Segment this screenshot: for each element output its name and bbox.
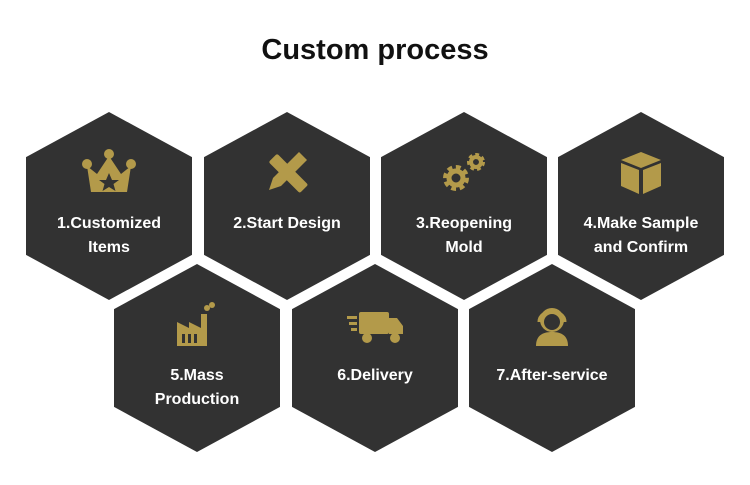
step-7: 7.After-service — [469, 264, 635, 452]
step-label: 2.Start Design — [233, 215, 341, 232]
box-icon — [611, 148, 671, 198]
step-label: 7.After-service — [496, 367, 608, 384]
gears-icon — [434, 148, 494, 198]
truck-icon — [345, 300, 405, 350]
factory-icon — [167, 300, 227, 350]
crown-icon — [79, 148, 139, 198]
pencil-ruler-icon — [257, 148, 317, 198]
step-2: 2.Start Design — [204, 112, 370, 300]
step-6: 6.Delivery — [292, 264, 458, 452]
page-title: Custom process — [261, 34, 489, 66]
step-label: 6.Delivery — [337, 367, 413, 384]
headset-agent-icon — [522, 300, 582, 350]
